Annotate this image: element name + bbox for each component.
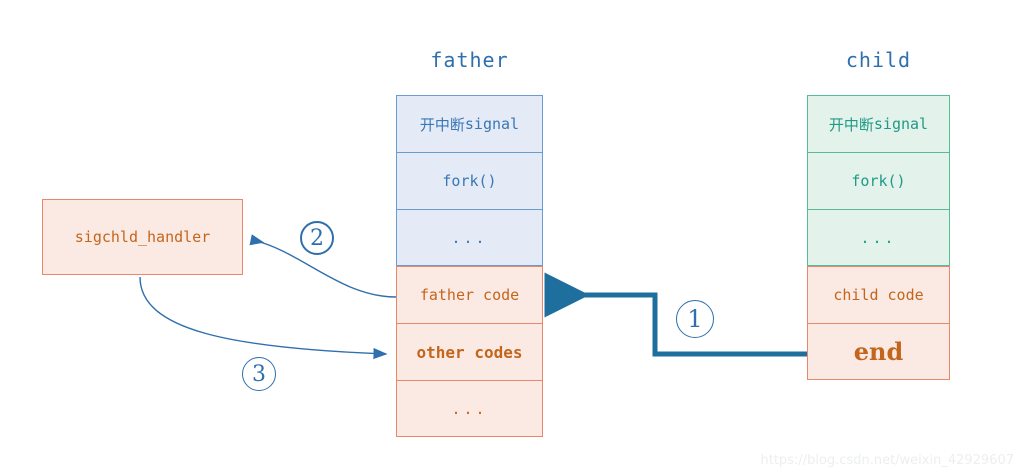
child-cell-signal-word: signal xyxy=(873,115,929,133)
child-cell-fork: fork() xyxy=(807,152,950,209)
father-cell-dots-lower: ... xyxy=(396,380,543,437)
column-title-child: child xyxy=(845,48,912,72)
sigchld-handler-label: sigchld_handler xyxy=(74,228,211,246)
step-marker-2: 2 xyxy=(300,221,334,255)
father-cell-signal-cjk: 开中断 xyxy=(419,115,465,134)
father-cell-other-codes: other codes xyxy=(396,323,543,380)
child-cell-signal: 开中断 signal xyxy=(807,95,950,152)
father-cell-dots-upper: ... xyxy=(396,209,543,266)
step-marker-1: 1 xyxy=(676,300,714,338)
father-process-stack: 开中断 signal fork() ... father code other … xyxy=(396,95,543,437)
child-cell-dots: ... xyxy=(807,209,950,266)
child-cell-child-code: child code xyxy=(807,266,950,323)
child-cell-signal-cjk: 开中断 xyxy=(828,115,874,134)
column-title-father: father xyxy=(430,48,509,72)
link-handler-to-other-codes xyxy=(139,276,388,360)
sigchld-handler-box: sigchld_handler xyxy=(42,199,243,275)
father-cell-fork: fork() xyxy=(396,152,543,209)
watermark: https://blog.csdn.net/weixin_42929607 xyxy=(760,453,1014,468)
child-process-stack: 开中断 signal fork() ... child code end xyxy=(807,95,950,380)
father-cell-signal-word: signal xyxy=(464,115,520,133)
father-cell-signal: 开中断 signal xyxy=(396,95,543,152)
child-cell-end: end xyxy=(807,323,950,380)
step-marker-3: 3 xyxy=(242,357,276,391)
father-cell-father-code: father code xyxy=(396,266,543,323)
